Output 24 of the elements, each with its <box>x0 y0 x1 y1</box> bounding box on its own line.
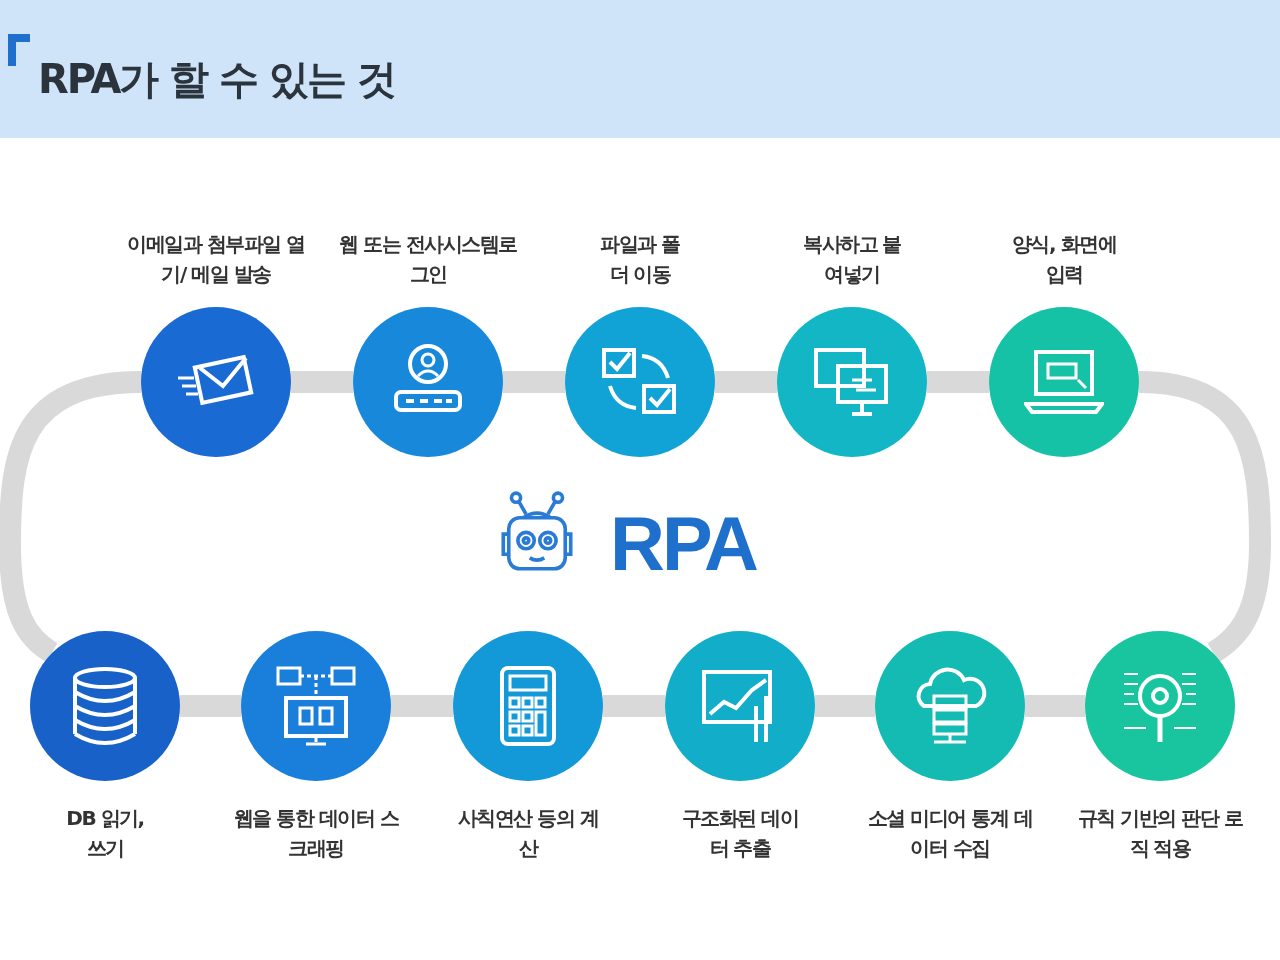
node-label: 구조화된 데이터 추출 <box>680 805 800 862</box>
node-label: 웹을 통한 데이터 스크래핑 <box>232 805 400 862</box>
node-label: 양식, 화면에 입력 <box>1010 231 1118 288</box>
node-label: 웹 또는 전사시스템로그인 <box>338 231 518 288</box>
node-label: 파일과 폴더 이동 <box>599 231 681 288</box>
node-label: DB 읽기, 쓰기 <box>65 805 145 862</box>
connector-band <box>503 371 565 393</box>
node-label: 사칙연산 등의 계산 <box>456 805 600 862</box>
title: RPA가 할 수 있는 것 <box>38 55 396 104</box>
node-label: 규칙 기반의 판단 로직 적용 <box>1076 805 1244 862</box>
connector-band <box>1025 695 1085 717</box>
connector-band <box>927 371 989 393</box>
center-heading: RPA <box>610 500 756 587</box>
connector-band <box>0 371 142 662</box>
connector-band <box>715 371 777 393</box>
connector-band <box>391 695 453 717</box>
node-label: 복사하고 붙여넣기 <box>802 231 902 288</box>
connector-band <box>815 695 875 717</box>
connector-band <box>603 695 665 717</box>
node-label: 이메일과 첨부파일 열기/ 메일 발송 <box>126 231 306 288</box>
node-label: 소셜 미디어 통계 데이터 수집 <box>866 805 1034 862</box>
connector-band <box>1138 371 1271 662</box>
connector-band <box>291 371 353 393</box>
connector-band <box>180 695 241 717</box>
